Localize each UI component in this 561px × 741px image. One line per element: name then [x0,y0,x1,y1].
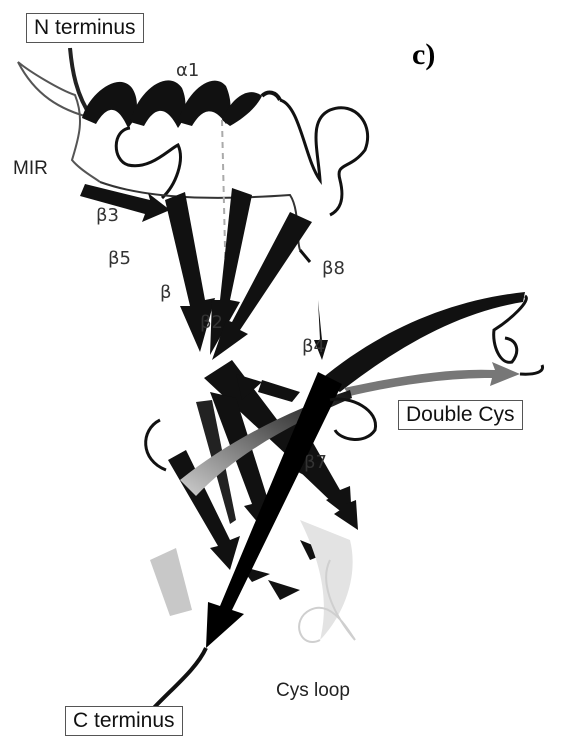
cys-loop-label: Cys loop [276,680,350,702]
mir-label: MIR [13,158,48,180]
cross-loop [100,182,300,250]
beta3-label: β3 [96,205,119,227]
panel-label: c) [412,38,435,72]
lower-strand-10 [268,580,300,600]
double-cys-loop [494,296,543,374]
double-cys-label: Double Cys [398,400,523,430]
lower-strand-3 [258,380,300,402]
upper-loop-left [116,128,180,198]
mid-right-loop [330,399,376,439]
alpha1-helix [82,80,280,128]
c-terminus-label: C terminus [65,706,183,736]
beta5-label: β5 [108,248,131,270]
beta4-label: β4 [302,336,325,358]
beta8-label: β8 [322,258,345,280]
beta5-prime-label: β [160,282,172,304]
n-terminus-label: N terminus [26,13,144,43]
beta2-label: β2 [200,312,223,334]
mid-left-loop [146,420,166,470]
faded-strand-1 [150,548,192,616]
beta8-loop [300,250,310,262]
c-terminal-coil [150,648,206,712]
alpha1-label: α1 [176,60,199,82]
beta7-label: β7 [304,452,327,474]
upper-loop-right [280,100,368,215]
